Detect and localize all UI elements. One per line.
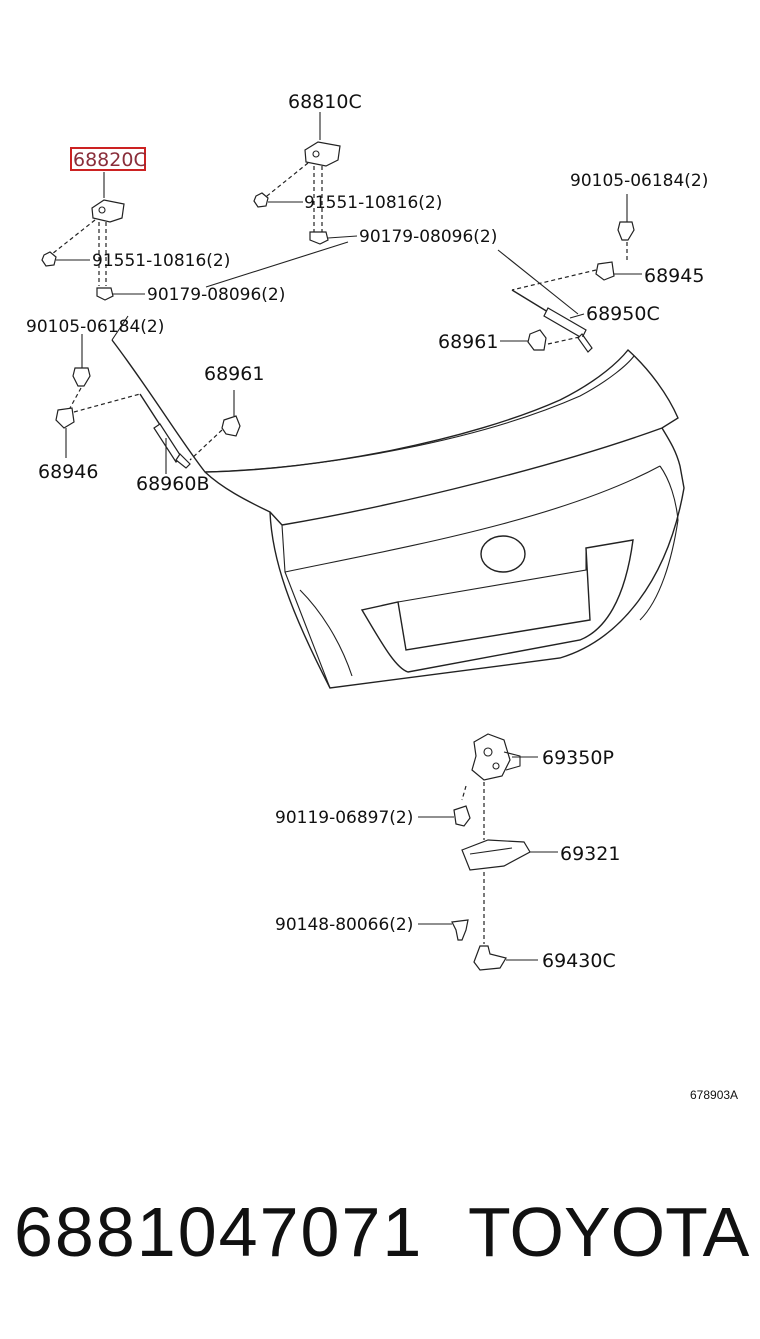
label-90179-left[interactable]: 90179-08096(2) xyxy=(147,285,285,305)
left-stay-group xyxy=(55,315,241,474)
label-91551-left[interactable]: 91551-10816(2) xyxy=(92,251,230,271)
label-68945[interactable]: 68945 xyxy=(644,265,704,287)
label-68961-right[interactable]: 68961 xyxy=(438,331,498,353)
diagram-ref-code: 678903A xyxy=(690,1088,738,1102)
label-90179-right[interactable]: 90179-08096(2) xyxy=(359,227,497,247)
label-68961-left[interactable]: 68961 xyxy=(204,363,264,385)
lock-assembly xyxy=(418,733,558,971)
right-stay-group xyxy=(497,194,642,353)
trunk-lid xyxy=(111,339,685,689)
label-90148[interactable]: 90148-80066(2) xyxy=(275,915,413,935)
part-number: 6881047071 xyxy=(14,1193,424,1271)
highlight-box xyxy=(70,147,146,171)
label-68810c[interactable]: 68810C xyxy=(288,91,362,113)
label-69321[interactable]: 69321 xyxy=(560,843,620,865)
cushion-68820c xyxy=(41,172,349,301)
label-68950c[interactable]: 68950C xyxy=(586,303,660,325)
label-68946[interactable]: 68946 xyxy=(38,461,98,483)
label-69430c[interactable]: 69430C xyxy=(542,950,616,972)
label-91551-right[interactable]: 91551-10816(2) xyxy=(304,193,442,213)
label-69350p[interactable]: 69350P xyxy=(542,747,614,769)
cushion-68810c xyxy=(253,112,358,245)
label-90105-right[interactable]: 90105-06184(2) xyxy=(570,171,708,191)
brand-name: TOYOTA xyxy=(468,1193,750,1271)
label-90105-left[interactable]: 90105-06184(2) xyxy=(26,317,164,337)
label-68820c[interactable]: 68820C xyxy=(73,149,147,171)
label-90119[interactable]: 90119-06897(2) xyxy=(275,808,413,828)
label-68960b[interactable]: 68960B xyxy=(136,473,209,495)
